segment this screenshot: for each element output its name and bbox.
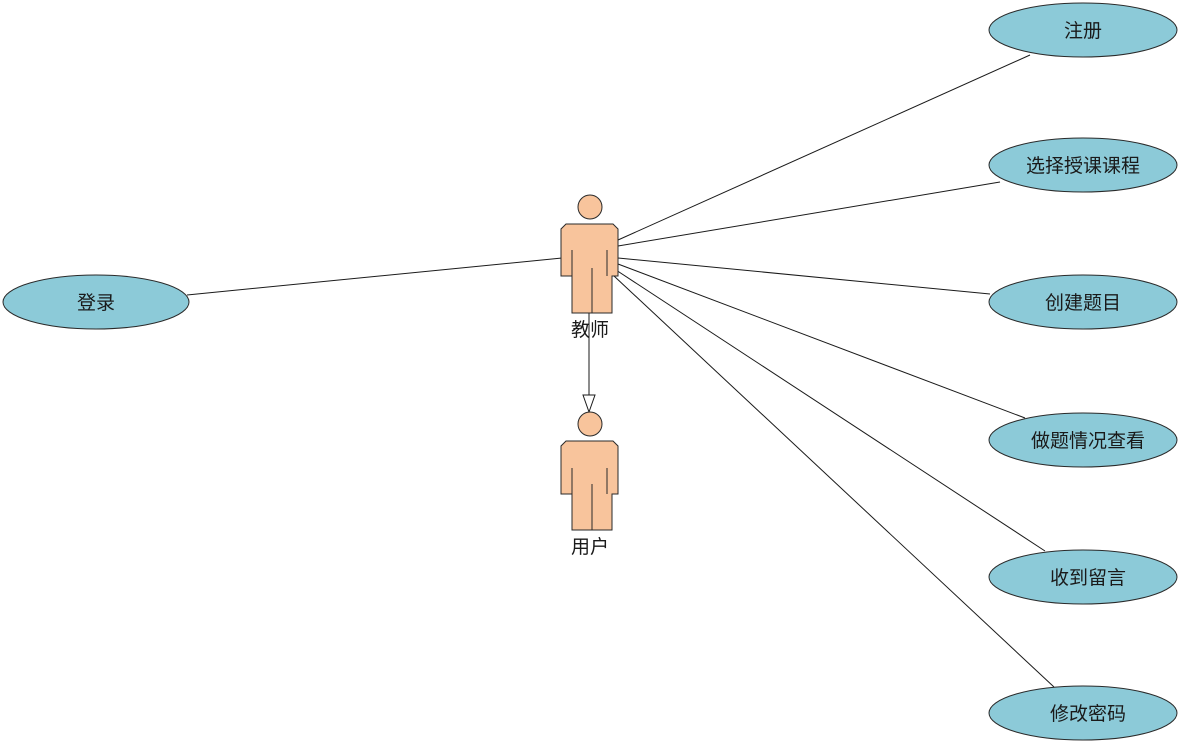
- association-receive-message: [615, 269, 1046, 552]
- use-case-receive-message[interactable]: 收到留言: [988, 549, 1178, 605]
- person-icon: [560, 194, 619, 314]
- association-view-progress: [617, 263, 1026, 419]
- association-login: [186, 257, 563, 296]
- use-case-change-password[interactable]: 修改密码: [988, 685, 1178, 741]
- use-case-login-label: 登录: [77, 292, 115, 314]
- association-register: [617, 54, 1031, 241]
- use-case-view-progress[interactable]: 做题情况查看: [988, 412, 1178, 468]
- association-select-course: [617, 181, 1001, 247]
- use-case-create-question-label: 创建题目: [1045, 292, 1121, 314]
- association-lines: [186, 54, 1055, 688]
- use-case-select-course[interactable]: 选择授课课程: [988, 137, 1178, 193]
- actor-user: 用户: [560, 411, 619, 558]
- use-case-register[interactable]: 注册: [988, 2, 1178, 58]
- actor-teacher-label: 教师: [571, 319, 609, 341]
- use-case-change-password-label: 修改密码: [1050, 703, 1126, 725]
- association-change-password: [613, 275, 1055, 688]
- use-case-login[interactable]: 登录: [2, 274, 190, 330]
- generalization-arrowhead: [582, 394, 596, 414]
- person-icon: [560, 411, 619, 531]
- use-case-register-label: 注册: [1064, 20, 1102, 42]
- use-case-view-progress-label: 做题情况查看: [1031, 430, 1145, 452]
- use-case-select-course-label: 选择授课课程: [1026, 155, 1140, 177]
- actor-teacher: 教师: [560, 194, 619, 341]
- actor-user-label: 用户: [571, 536, 609, 558]
- use-case-create-question[interactable]: 创建题目: [988, 274, 1178, 330]
- use-case-receive-message-label: 收到留言: [1050, 567, 1126, 589]
- association-create-question: [617, 257, 991, 295]
